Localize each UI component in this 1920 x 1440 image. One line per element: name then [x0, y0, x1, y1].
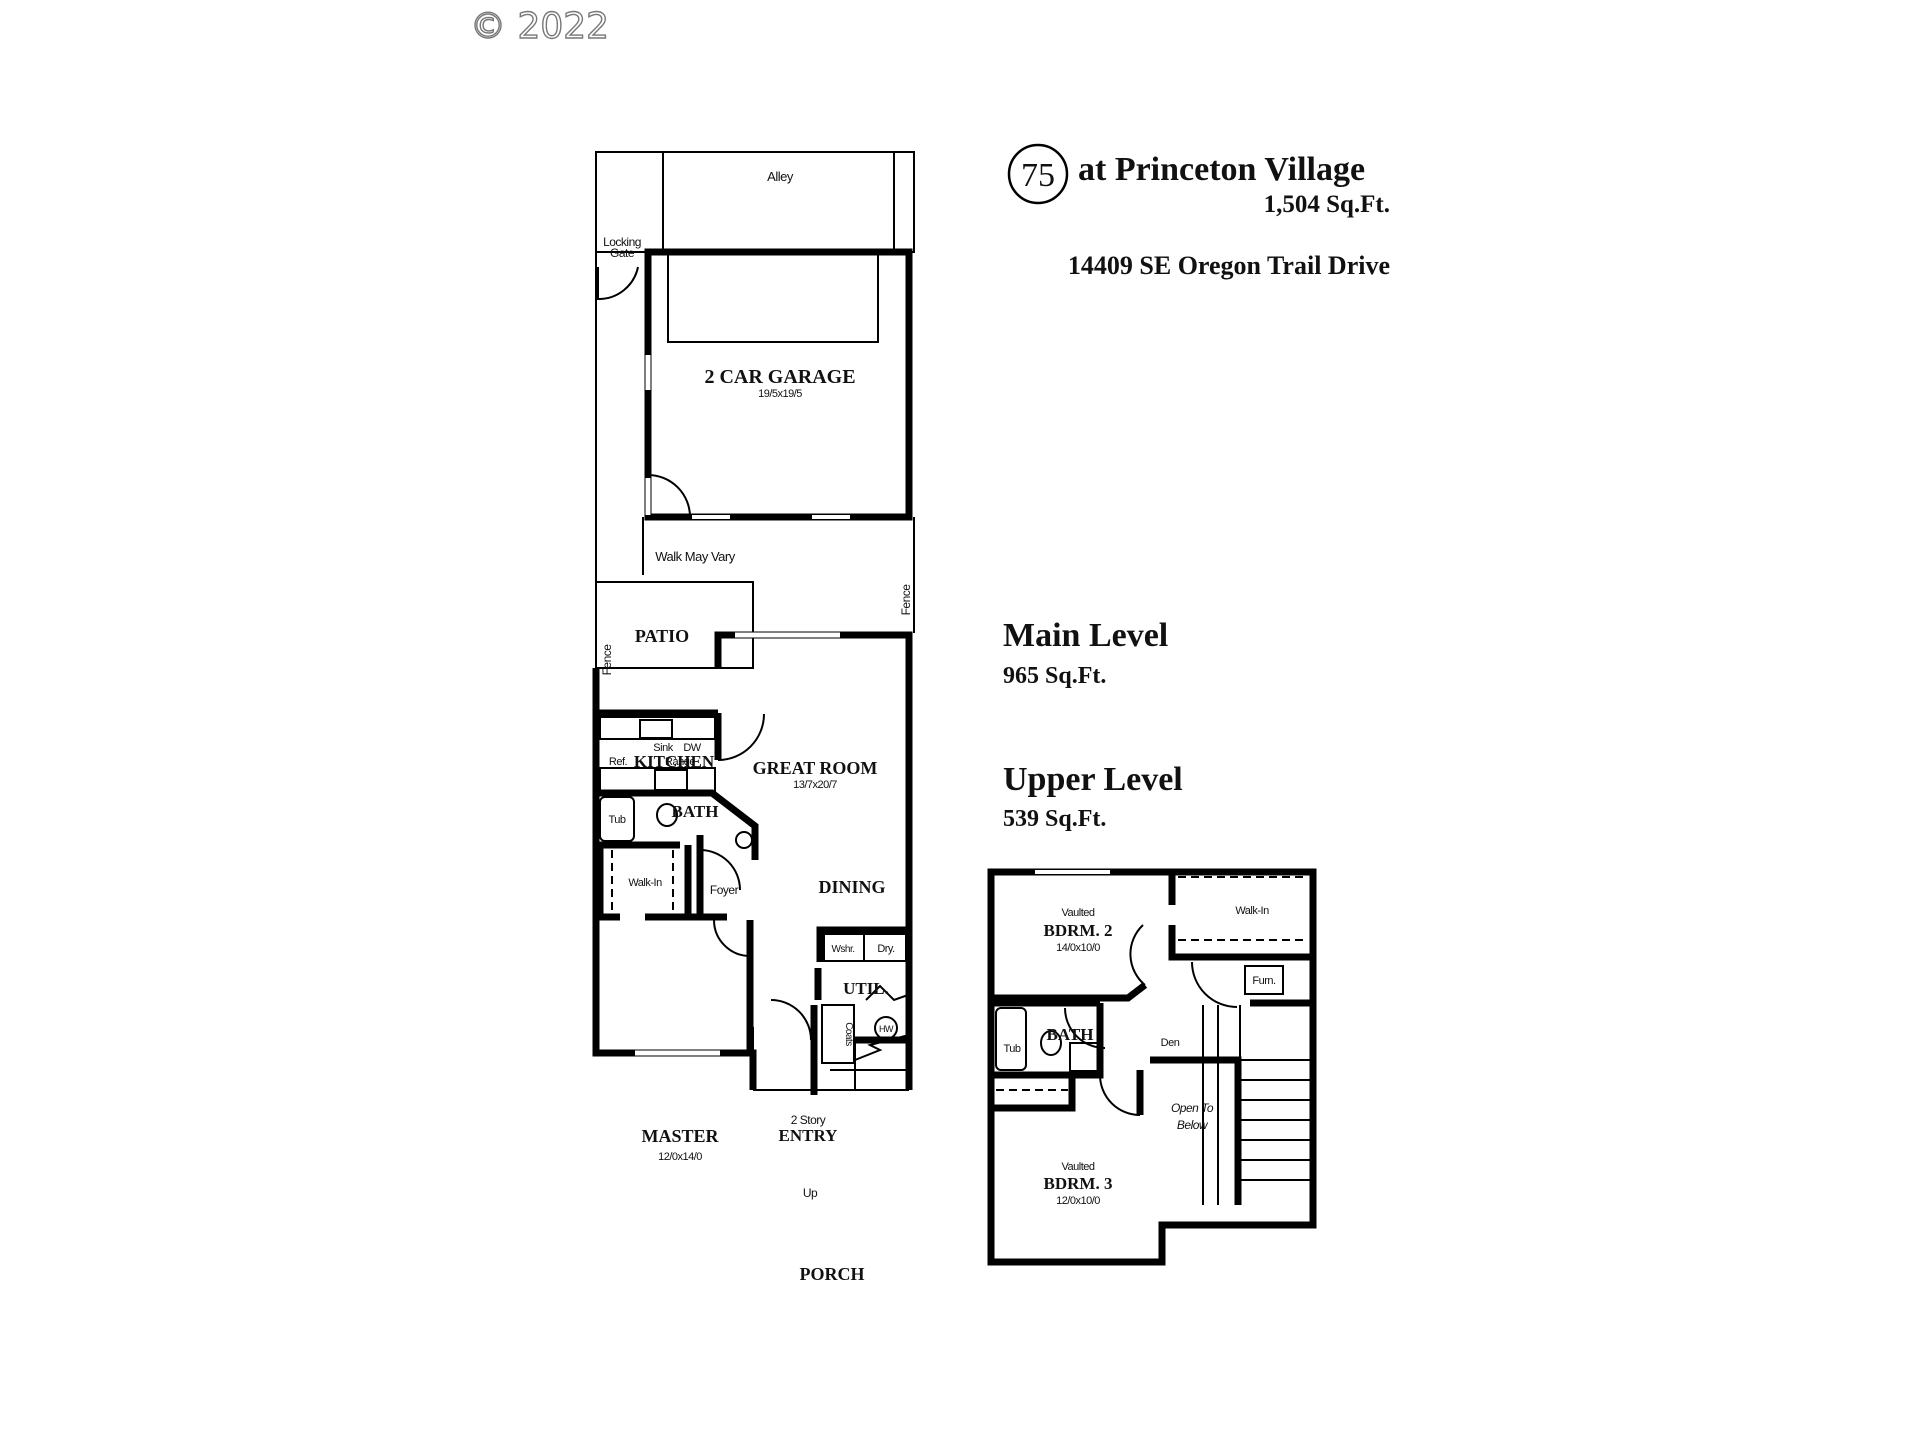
label-dryer: Dry.	[877, 943, 895, 955]
label-bath: BATH	[672, 802, 719, 821]
label-bdrm3: BDRM. 3	[1044, 1174, 1113, 1193]
label-great-room-dims: 13/7x20/7	[793, 779, 837, 791]
label-tub: Tub	[608, 814, 625, 826]
label-kitchen: KITCHEN	[634, 752, 715, 771]
label-sink: Sink	[653, 742, 673, 754]
label-fence-right: Fence	[899, 584, 913, 616]
label-locking-gate-1: Locking	[603, 235, 641, 249]
main-level-label: Main Level	[1003, 617, 1168, 654]
community-name: at Princeton Village	[1078, 151, 1365, 188]
total-sqft: 1,504 Sq.Ft.	[1264, 191, 1390, 218]
label-entry: ENTRY	[779, 1126, 838, 1145]
label-garage-dims: 19/5x19/5	[758, 388, 802, 400]
label-up: Up	[803, 1186, 818, 1200]
label-bdrm2: BDRM. 2	[1044, 921, 1113, 940]
label-coats: Coats	[843, 1022, 854, 1046]
label-fence-left: Fence	[600, 644, 614, 676]
label-upper-tub: Tub	[1003, 1043, 1020, 1055]
label-ref: Ref.	[609, 756, 628, 768]
label-below: Below	[1177, 1118, 1209, 1132]
main-level-sqft: 965 Sq.Ft.	[1003, 663, 1106, 689]
label-util: UTIL.	[843, 979, 889, 998]
upper-level-labels: Vaulted BDRM. 2 14/0x10/0 Walk-In Furn. …	[1003, 905, 1276, 1207]
label-alley: Alley	[767, 169, 794, 184]
label-porch: PORCH	[800, 1264, 865, 1284]
label-patio: PATIO	[635, 626, 689, 646]
label-dining: DINING	[818, 877, 885, 897]
label-bdrm3-vaulted: Vaulted	[1062, 1161, 1095, 1173]
label-upper-walk-in: Walk-In	[1235, 905, 1269, 917]
upper-level-plan	[987, 868, 1317, 1266]
address: 14409 SE Oregon Trail Drive	[1068, 251, 1390, 280]
copyright-watermark: © 2022	[470, 6, 609, 47]
label-bdrm2-vaulted: Vaulted	[1062, 907, 1095, 919]
label-great-room: GREAT ROOM	[753, 758, 878, 778]
label-foyer: Foyer	[710, 883, 739, 897]
label-entry-top: 2 Story	[791, 1113, 826, 1127]
lot-number: 75	[1021, 157, 1055, 194]
upper-level-label: Upper Level	[1003, 761, 1183, 798]
label-master-dims: 12/0x14/0	[658, 1151, 702, 1163]
label-locking-gate-2: Gate	[610, 246, 635, 260]
label-range: Range	[665, 756, 695, 768]
label-hw: HW	[879, 1024, 894, 1034]
label-upper-bath: BATH	[1047, 1025, 1094, 1044]
label-dw: DW	[683, 742, 701, 754]
label-walk-may-vary: Walk May Vary	[655, 549, 735, 564]
label-bdrm3-dims: 12/0x10/0	[1056, 1195, 1100, 1207]
label-garage: 2 CAR GARAGE	[704, 366, 855, 388]
label-washer: Wshr.	[831, 944, 854, 955]
main-level-labels: Alley Locking Gate 2 CAR GARAGE 19/5x19/…	[600, 169, 913, 1284]
label-open-to: Open To	[1171, 1101, 1214, 1115]
label-master: MASTER	[641, 1126, 719, 1146]
main-level-plan	[592, 151, 915, 1095]
lot-number-circle	[1007, 143, 1069, 205]
upper-level-sqft: 539 Sq.Ft.	[1003, 806, 1106, 832]
label-walk-in: Walk-In	[628, 877, 662, 889]
label-furn: Furn.	[1252, 975, 1276, 987]
label-den: Den	[1161, 1037, 1180, 1049]
label-bdrm2-dims: 14/0x10/0	[1056, 942, 1100, 954]
